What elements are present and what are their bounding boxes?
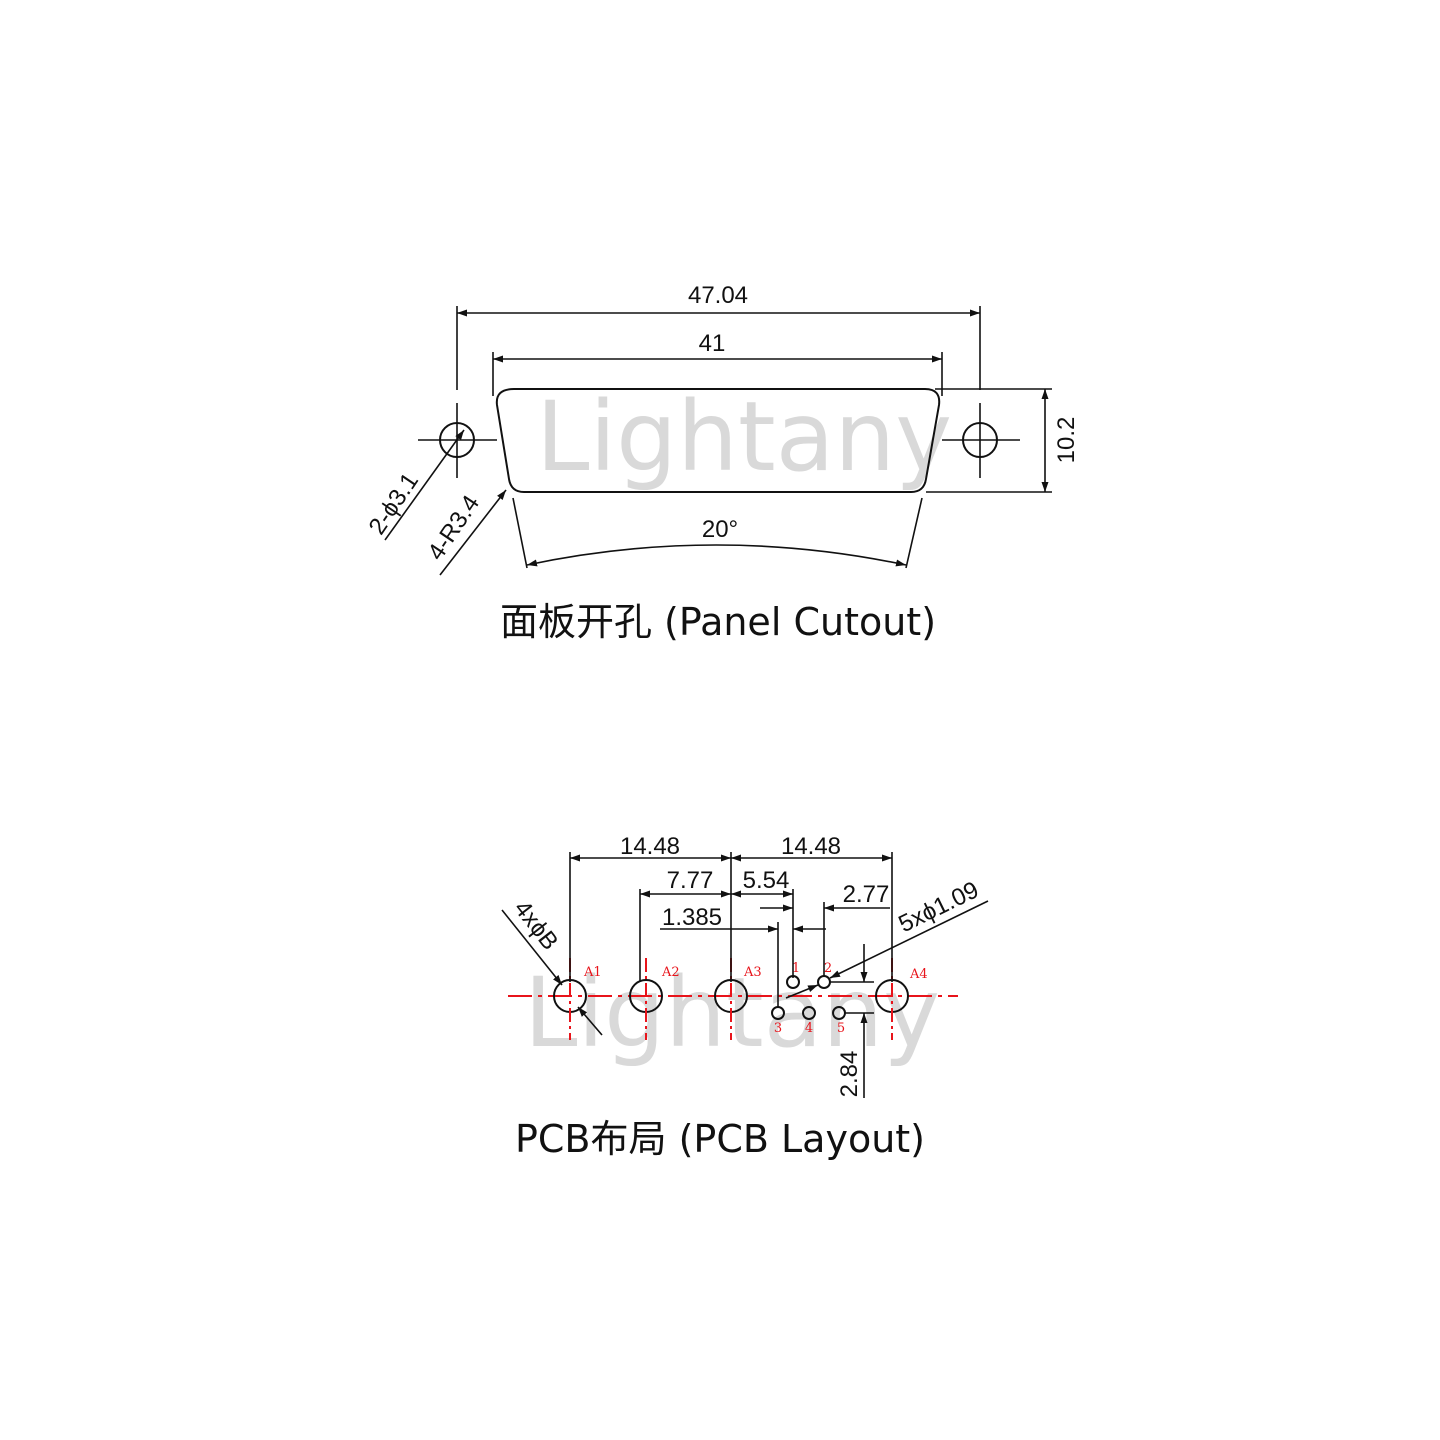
pin-label-a2: A2 bbox=[661, 965, 680, 980]
signal-hole-4: 4 bbox=[802, 1006, 816, 1036]
panel-cutout-view: 47.04 41 10.2 2-ϕ3.1 4-R3.4 bbox=[364, 282, 1080, 644]
dim-body-width-label: 41 bbox=[699, 330, 726, 357]
dim-pitch-right: 14.48 bbox=[731, 833, 893, 982]
dim-offset-c-label: 1.385 bbox=[662, 904, 722, 931]
dim-offset-a: 7.77 bbox=[639, 867, 731, 982]
pin-label-a3: A3 bbox=[743, 965, 762, 980]
dim-pitch-right-label: 14.48 bbox=[781, 833, 841, 860]
watermark-top: Lightany bbox=[536, 381, 952, 493]
dim-overall-width-label: 47.04 bbox=[688, 282, 748, 309]
dim-angle: 20° bbox=[512, 497, 923, 569]
dim-signal-holes-label: 5xϕ1.09 bbox=[894, 876, 983, 938]
panel-cutout-outline bbox=[495, 388, 941, 493]
dim-height: 10.2 bbox=[926, 388, 1080, 493]
dim-offset-b: 5.54 bbox=[731, 867, 794, 978]
pin-label-1: 1 bbox=[792, 961, 800, 976]
dim-offset-d: 2.77 bbox=[760, 881, 890, 976]
panel-cutout-caption: 面板开孔 (Panel Cutout) bbox=[500, 600, 936, 644]
left-mount-hole bbox=[418, 403, 497, 478]
pin-label-a4: A4 bbox=[909, 967, 928, 982]
coax-hole-a2: A2 bbox=[629, 958, 680, 1040]
right-mount-hole bbox=[942, 403, 1020, 478]
dim-angle-label: 20° bbox=[702, 516, 738, 543]
dim-height-label: 10.2 bbox=[1053, 417, 1080, 464]
dim-offset-c: 1.385 bbox=[660, 904, 826, 1007]
dim-body-width: 41 bbox=[492, 330, 943, 396]
pin-label-3: 3 bbox=[774, 1021, 782, 1036]
dim-row-spacing-label: 2.84 bbox=[836, 1051, 863, 1098]
dim-offset-d-label: 2.77 bbox=[843, 881, 890, 908]
dim-pitch-left-label: 14.48 bbox=[620, 833, 680, 860]
dim-row-spacing: 2.84 bbox=[830, 944, 874, 1098]
dim-offset-b-label: 5.54 bbox=[743, 867, 790, 894]
pin-label-4: 4 bbox=[805, 1021, 813, 1036]
pin-label-2: 2 bbox=[824, 961, 832, 976]
dim-offset-a-label: 7.77 bbox=[667, 867, 714, 894]
pcb-layout-caption: PCB布局 (PCB Layout) bbox=[515, 1117, 925, 1161]
dim-overall-width: 47.04 bbox=[456, 282, 981, 390]
pin-label-5: 5 bbox=[837, 1021, 845, 1036]
dim-pitch-left: 14.48 bbox=[569, 833, 732, 982]
dim-corner-radius: 4-R3.4 bbox=[422, 489, 507, 576]
pin-label-a1: A1 bbox=[583, 965, 602, 980]
dim-coax-holes-label: 4xϕB bbox=[508, 895, 563, 955]
